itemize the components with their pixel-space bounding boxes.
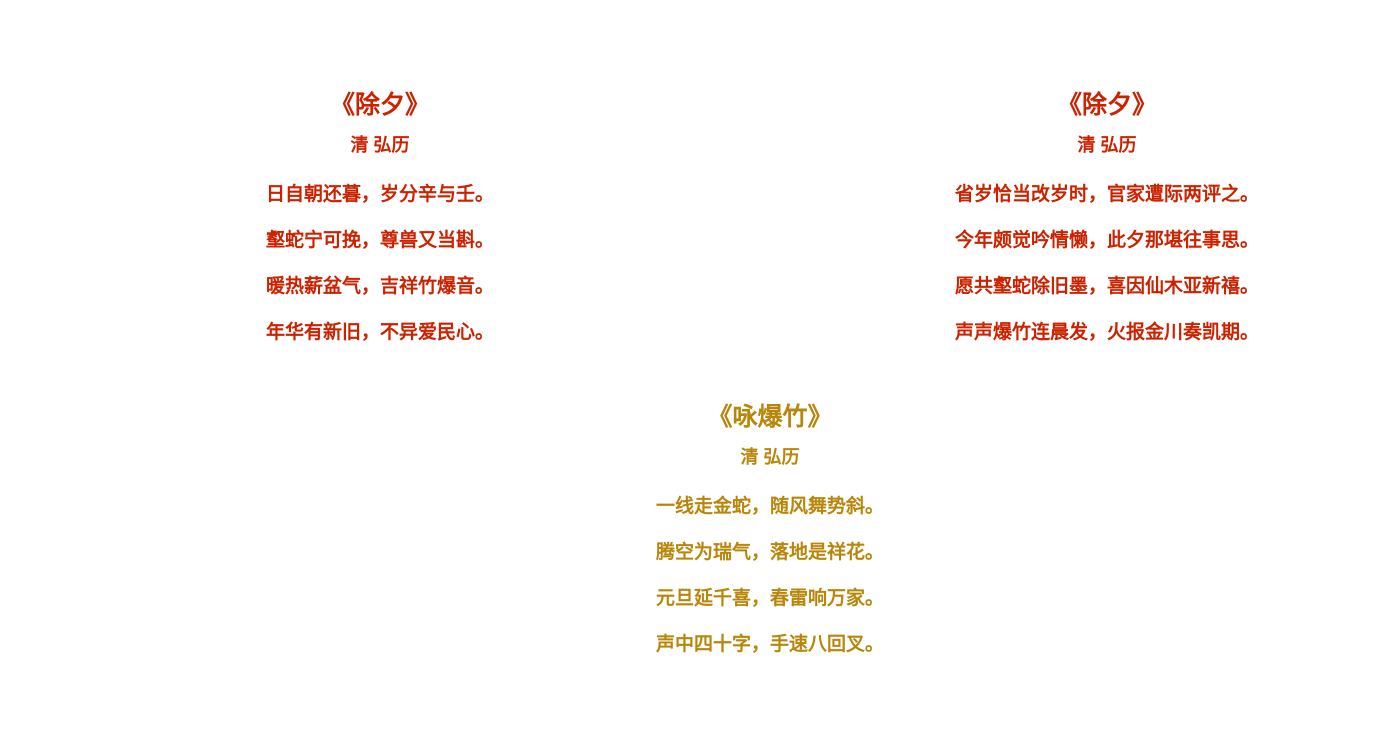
poem-line: 元旦延千喜，春雷响万家。 [655, 588, 885, 609]
poem-chuxi-right: 《除夕》 清 弘历 省岁恰当改岁时，官家遭际两评之。 今年颇觉吟情懒，此夕那堪往… [955, 90, 1259, 344]
poem-line: 声声爆竹连晨发，火报金川奏凯期。 [954, 322, 1260, 343]
poem-author: 清 弘历 [350, 135, 410, 155]
poem-line: 日自朝还暮，岁分辛与壬。 [265, 184, 495, 205]
poem-line: 愿共壑蛇除旧墨，喜因仙木亚新禧。 [954, 276, 1260, 297]
poem-line: 腾空为瑞气，落地是祥花。 [655, 542, 885, 563]
poem-yongbaozhu: 《咏爆竹》 清 弘历 一线走金蛇，随风舞势斜。 腾空为瑞气，落地是祥花。 元旦延… [656, 402, 884, 656]
poem-line: 年华有新旧，不异爱民心。 [265, 322, 495, 343]
poem-chuxi-left: 《除夕》 清 弘历 日自朝还暮，岁分辛与壬。 壑蛇宁可挽，尊兽又当斟。 暖热薪盆… [266, 90, 494, 344]
poem-author: 清 弘历 [740, 447, 800, 467]
poem-line: 今年颇觉吟情懒，此夕那堪往事思。 [954, 230, 1260, 251]
poem-line: 暖热薪盆气，吉祥竹爆音。 [265, 276, 495, 297]
poem-author: 清 弘历 [1077, 135, 1137, 155]
poem-line: 一线走金蛇，随风舞势斜。 [655, 496, 885, 517]
poem-line: 壑蛇宁可挽，尊兽又当斟。 [265, 230, 495, 251]
poem-title: 《除夕》 [1056, 91, 1158, 119]
poem-title: 《除夕》 [329, 91, 431, 119]
poem-line: 声中四十字，手速八回叉。 [655, 634, 885, 655]
poem-line: 省岁恰当改岁时，官家遭际两评之。 [954, 184, 1260, 205]
poem-title: 《咏爆竹》 [707, 403, 833, 431]
